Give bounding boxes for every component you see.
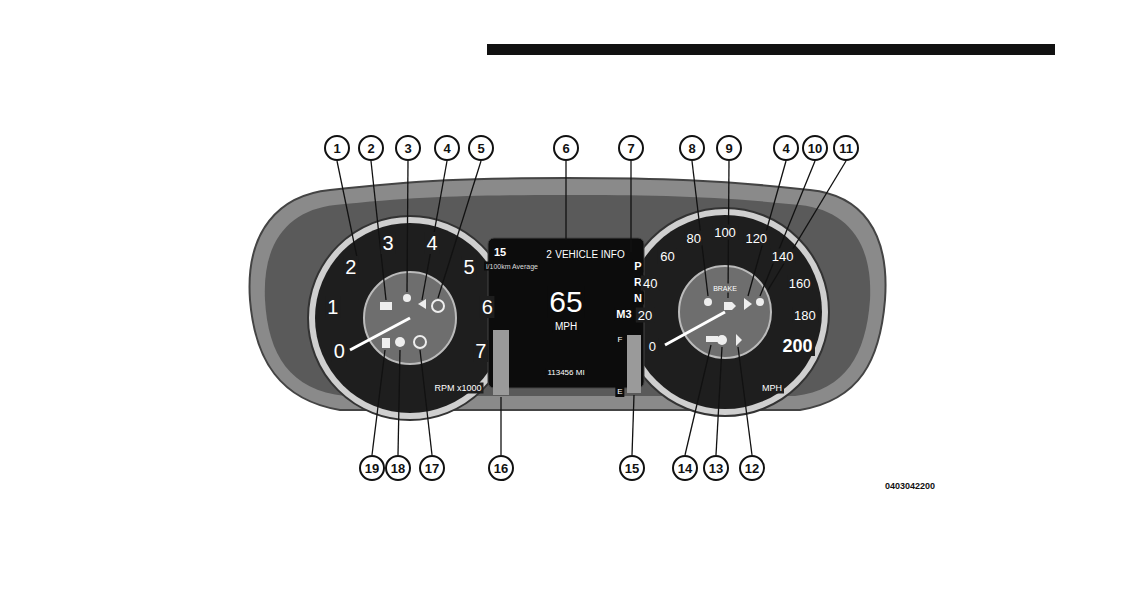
gauge-text: 160	[787, 276, 813, 291]
needles	[350, 312, 725, 350]
callout-number: 12	[739, 455, 765, 481]
gauge-text: 1	[325, 296, 340, 318]
tach-ring	[308, 216, 512, 420]
callout-number: 18	[385, 455, 411, 481]
callout-number: 16	[488, 455, 514, 481]
callout-number: 19	[359, 455, 385, 481]
gauge-text: 4	[424, 232, 439, 254]
gauge-text: 0	[647, 338, 658, 353]
gauge-text: BRAKE	[711, 284, 739, 293]
callout-number: 17	[419, 455, 445, 481]
gauge-text: 40	[641, 276, 659, 291]
gauge-text: 80	[685, 231, 703, 246]
callout-number: 1	[324, 135, 350, 161]
gauge-text: 140	[770, 249, 796, 264]
callout-number: 3	[395, 135, 421, 161]
temp-gauge	[493, 330, 509, 395]
gauge-text: 6	[480, 296, 495, 318]
gauge-text: F	[616, 335, 625, 345]
callout-number: 14	[672, 455, 698, 481]
gauge-text: 5	[462, 256, 477, 278]
gauge-text: N	[632, 292, 644, 305]
gauge-text: 65	[547, 286, 584, 318]
gauge-text: 200	[780, 336, 814, 356]
gauge-text: 20	[636, 307, 654, 322]
callout-number: 5	[468, 135, 494, 161]
gauge-text: E	[615, 387, 624, 397]
gauge-text: 0403042200	[883, 481, 937, 492]
gauge-text: l/100km Average	[484, 262, 540, 271]
callout-number: 11	[833, 135, 859, 161]
center-display	[488, 238, 644, 388]
callout-number: 9	[716, 135, 742, 161]
callout-number: 15	[619, 455, 645, 481]
gauge-text: M3	[614, 308, 633, 321]
gauge-text: 2	[343, 256, 358, 278]
tach-face	[315, 223, 505, 413]
gauge-text: MPH	[760, 383, 784, 394]
callout-number: 4	[773, 135, 799, 161]
gauge-text: VEHICLE INFO	[553, 249, 626, 261]
gauge-text: 120	[743, 231, 769, 246]
callout-number: 10	[802, 135, 828, 161]
gauge-text: RPM x1000	[432, 383, 483, 394]
gauge-text: P	[632, 260, 643, 273]
gauge-text: 15	[492, 246, 508, 259]
callout-number: 6	[553, 135, 579, 161]
gauge-text: 7	[473, 340, 488, 362]
gauge-text: 180	[792, 307, 818, 322]
header-bar	[487, 44, 1055, 55]
callout-number: 2	[358, 135, 384, 161]
leader-lines	[337, 161, 846, 455]
gauge-text: MPH	[553, 321, 579, 333]
callout-number: 8	[679, 135, 705, 161]
gauge-text: 3	[380, 232, 395, 254]
gauge-text: 0	[332, 340, 347, 362]
callout-number: 13	[703, 455, 729, 481]
gauge-text: 100	[712, 225, 738, 240]
gauge-text: 60	[658, 249, 676, 264]
gauge-text: 113456 MI	[545, 368, 586, 378]
fuel-gauge	[627, 335, 641, 393]
callout-number: 4	[434, 135, 460, 161]
speedo-face	[628, 215, 822, 409]
callout-number: 7	[618, 135, 644, 161]
speedo-ring	[621, 208, 829, 416]
